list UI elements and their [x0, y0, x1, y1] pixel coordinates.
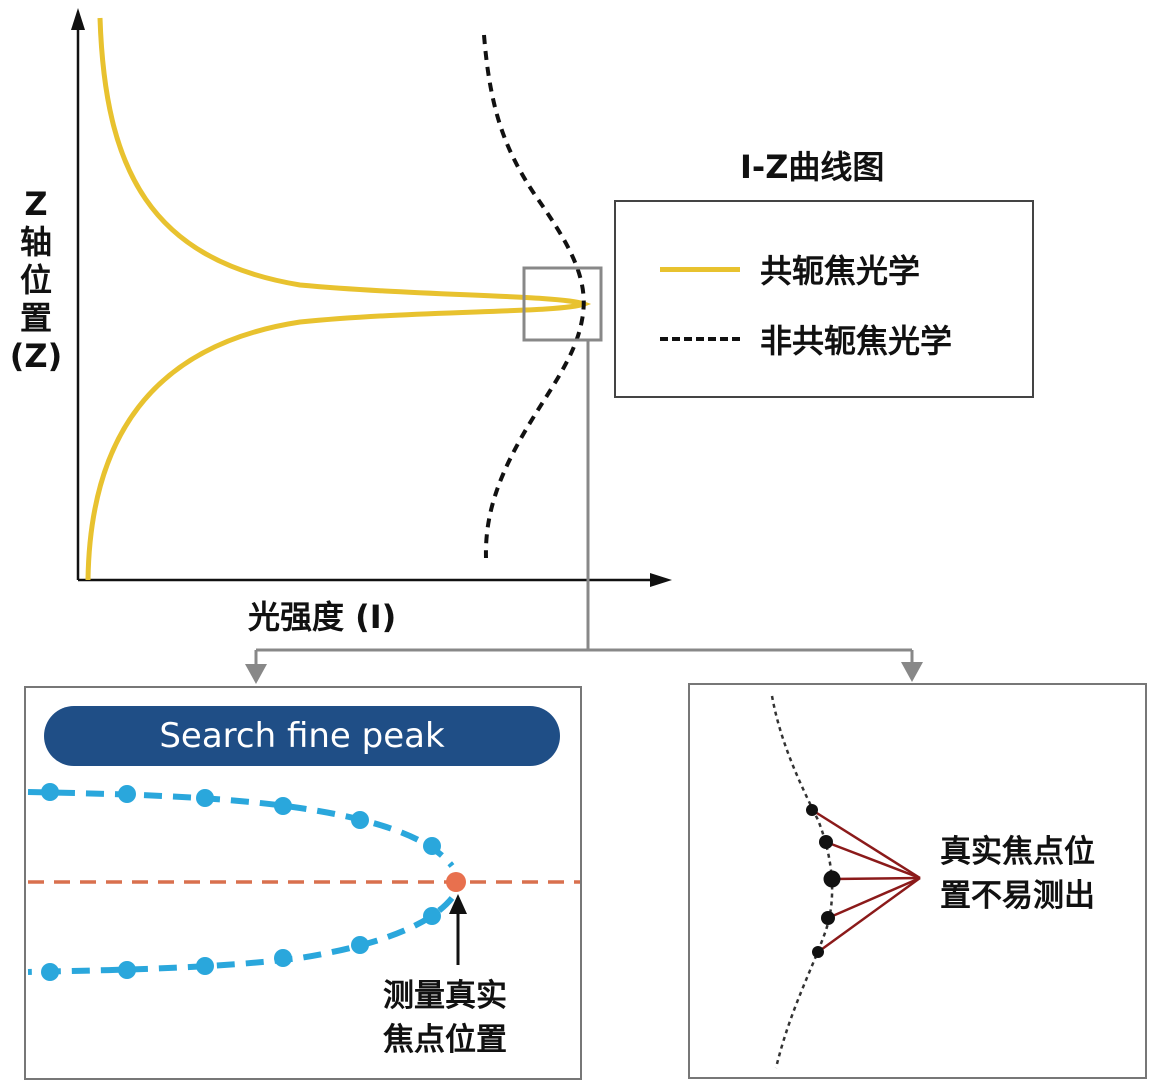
legend-item-non-confocal: 非共轭焦光学 [660, 316, 952, 362]
x-axis-arrow [650, 573, 672, 587]
y-axis-label-char: 轴 [19, 223, 52, 261]
search-point [423, 837, 441, 855]
zoom-box [522, 266, 603, 342]
x-axis-label: 光强度 (I) [248, 598, 397, 636]
true-focus-note-line: 置不易测出 [940, 878, 1095, 914]
legend-item-confocal: 共轭焦光学 [660, 246, 920, 292]
fan-line [827, 876, 921, 920]
search-point [274, 949, 292, 967]
connector-left-arrow [245, 664, 267, 684]
search-point [118, 785, 136, 803]
fan-line [811, 808, 921, 880]
y-axis-label-char: Z [24, 185, 48, 223]
measure-point [812, 946, 824, 958]
legend-label-non-confocal: 非共轭焦光学 [760, 322, 953, 360]
y-axis-label-char: (Z) [9, 337, 63, 375]
legend-swatch-solid [660, 266, 740, 272]
y-axis-label-char: 置 [19, 299, 52, 337]
peak-point [446, 872, 466, 892]
y-axis-label: Z 轴 位 置 (Z) [6, 185, 66, 375]
true-focus-note-line: 真实焦点位 [940, 834, 1095, 870]
true-focus-note: 真实焦点位 置不易测出 [940, 830, 1140, 918]
search-point [351, 936, 369, 954]
measure-note-line: 测量真实 [383, 978, 507, 1014]
legend: 共轭焦光学 非共轭焦光学 [614, 200, 1034, 398]
fan-line [817, 876, 921, 954]
chart-title: I-Z曲线图 [740, 148, 885, 186]
measure-point [806, 804, 818, 816]
search-point [196, 957, 214, 975]
legend-swatch-dashed [660, 337, 740, 341]
search-point [41, 783, 59, 801]
search-point [351, 811, 369, 829]
legend-label-confocal: 共轭焦光学 [760, 252, 921, 290]
measure-note-line: 焦点位置 [383, 1022, 507, 1058]
fan-line [831, 876, 921, 881]
search-fine-peak-banner: Search fine peak [44, 706, 560, 766]
measure-point [819, 835, 833, 849]
peak-arrow-head [449, 894, 467, 914]
non-confocal-curve [482, 34, 586, 559]
measure-point [823, 870, 841, 888]
search-point [274, 797, 292, 815]
search-point [118, 961, 136, 979]
search-point [196, 789, 214, 807]
connector-right-arrow [901, 662, 923, 682]
measure-point [821, 911, 835, 925]
search-point [423, 907, 441, 925]
non-confocal-zoom-curve [770, 695, 834, 1069]
search-point [41, 963, 59, 981]
search-curve-lower [27, 896, 455, 975]
search-curve-upper [27, 789, 455, 868]
measure-note: 测量真实 焦点位置 [383, 974, 543, 1062]
y-axis-label-char: 位 [19, 261, 52, 299]
fan-line [825, 840, 921, 880]
y-axis-arrow [71, 8, 85, 30]
